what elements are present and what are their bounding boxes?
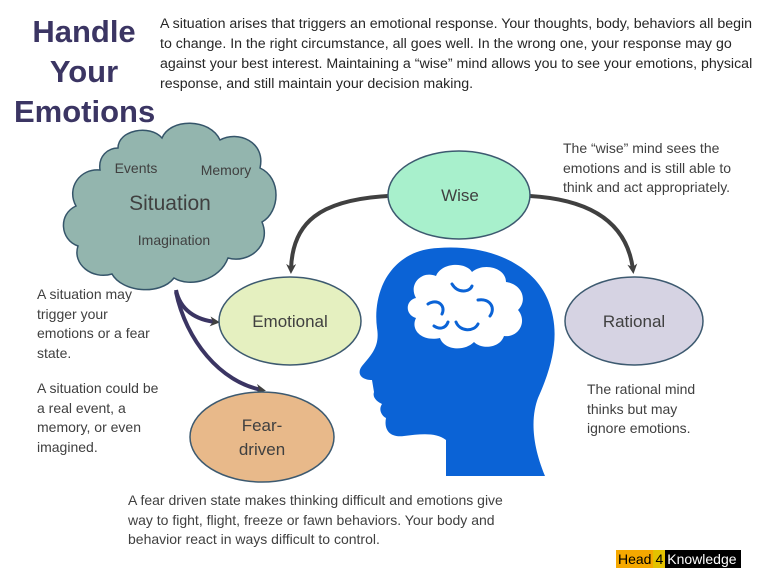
fear-label-line-2: driven [238,440,286,459]
title-line-1: Handle [32,14,136,49]
emotional-node [218,276,362,366]
head-brain-icon [359,247,555,476]
cloud-label-events: Events [114,160,158,176]
logo-part-head: Head [616,550,654,568]
arrow-wise-to-rational [529,194,638,274]
emotional-label: Emotional [252,312,328,331]
fear-note: A fear driven state makes thinking diffi… [128,492,503,547]
fear-label-line-1: Fear- [241,416,283,435]
wise-note: The “wise” mind sees the emotions and is… [563,140,732,195]
cloud-label-situation: Situation [129,192,211,215]
wise-label: Wise [441,186,479,205]
logo-part-4: 4 [653,550,666,568]
situation-note-1: A situation may trigger your emotions or… [37,286,150,361]
wise-node [387,150,531,240]
fear-driven-node [189,391,335,483]
rational-label: Rational [602,312,666,331]
situation-note-2: A situation could be a real event, a mem… [37,380,159,455]
rational-note: The rational mind thinks but may ignore … [587,381,696,436]
fear-driven-label: Fear- driven [212,414,312,462]
situation-cloud [62,122,277,291]
cloud-label-memory: Memory [200,162,252,178]
rational-node [564,276,704,366]
cloud-label-imagination: Imagination [137,232,211,248]
page-title: Handle Your Emotions [14,12,156,132]
logo-part-knowledge: Knowledge [665,550,741,568]
brand-logo: Head 4 Knowledge [616,550,741,568]
intro-paragraph: A situation arises that triggers an emot… [160,16,753,92]
title-line-3: Emotions [14,94,156,129]
title-line-2: Your [49,54,119,89]
arrow-situation-to-fear [174,291,266,394]
arrow-wise-to-emotional [286,194,389,274]
